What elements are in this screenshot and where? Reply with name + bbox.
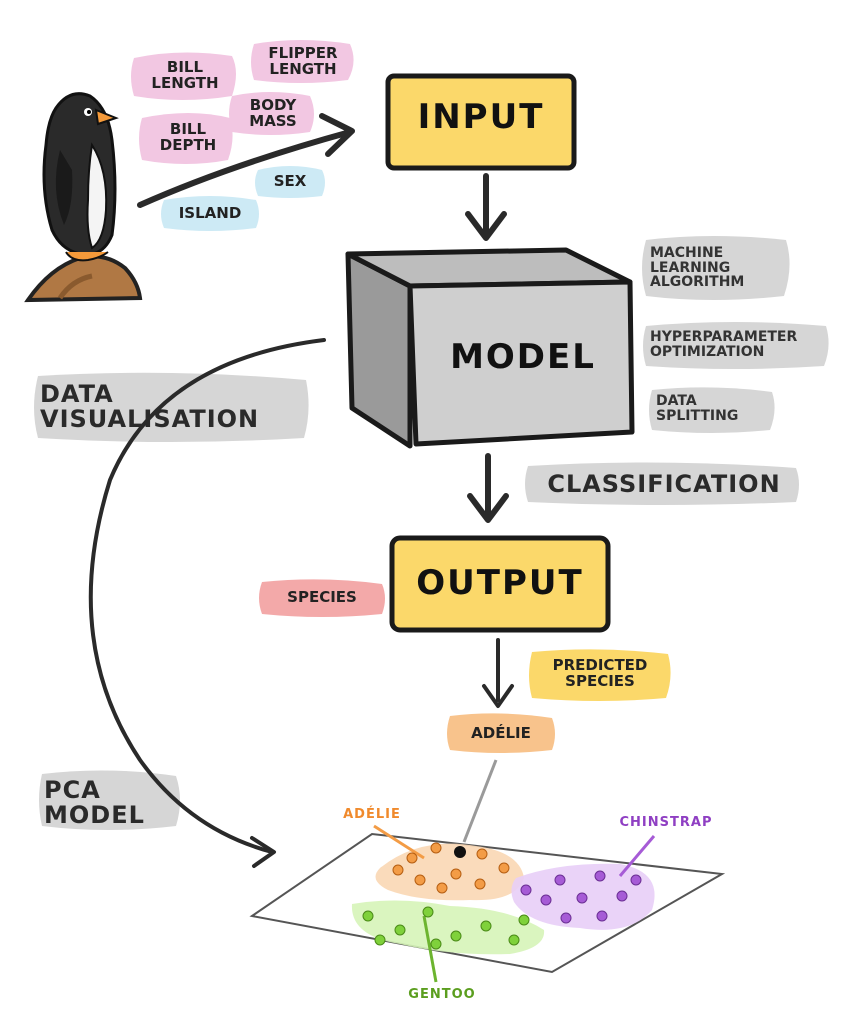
- cluster-label-chinstrap: CHINSTRAP: [619, 815, 713, 830]
- feature-bill-depth: BILL DEPTH: [159, 120, 217, 154]
- data-visualisation-label: DATA VISUALISATION: [40, 380, 260, 434]
- output-box-label: OUTPUT: [416, 563, 584, 603]
- output-tags: [259, 579, 671, 753]
- feature-sex: SEX: [273, 172, 307, 190]
- input-feature-tags: [131, 40, 354, 231]
- note-data-splitting: DATA SPLITTING: [656, 393, 739, 424]
- feature-island: ISLAND: [178, 204, 242, 222]
- feature-bill-length: BILL LENGTH: [151, 58, 219, 92]
- species-tag: SPECIES: [287, 588, 357, 606]
- model-box-label: MODEL: [450, 337, 596, 377]
- classification-label: CLASSIFICATION: [547, 470, 781, 498]
- predicted-species-tag: PREDICTED SPECIES: [552, 656, 648, 690]
- model-cube-shape: [345, 247, 635, 449]
- cluster-label-adelie: ADÉLIE: [343, 807, 401, 822]
- flow-arrows: [88, 113, 514, 868]
- pca-plane: [249, 759, 726, 983]
- input-box-label: INPUT: [417, 97, 545, 137]
- cluster-label-gentoo: GENTOO: [408, 987, 476, 1002]
- feature-body-mass: BODY MASS: [249, 96, 297, 130]
- pca-model-label: PCA MODEL: [44, 776, 145, 830]
- feature-flipper-length: FLIPPER LENGTH: [268, 44, 338, 78]
- gray-tags: [34, 236, 829, 830]
- note-ml-algorithm: MACHINE LEARNING ALGORITHM: [650, 245, 745, 291]
- penguin-illustration: [24, 92, 143, 303]
- note-hyperparameter: HYPERPARAMETER OPTIMIZATION: [650, 329, 798, 360]
- input-box-shape: [385, 73, 577, 171]
- output-box-shape: [389, 535, 611, 633]
- prediction-tag: ADÉLIE: [471, 724, 531, 742]
